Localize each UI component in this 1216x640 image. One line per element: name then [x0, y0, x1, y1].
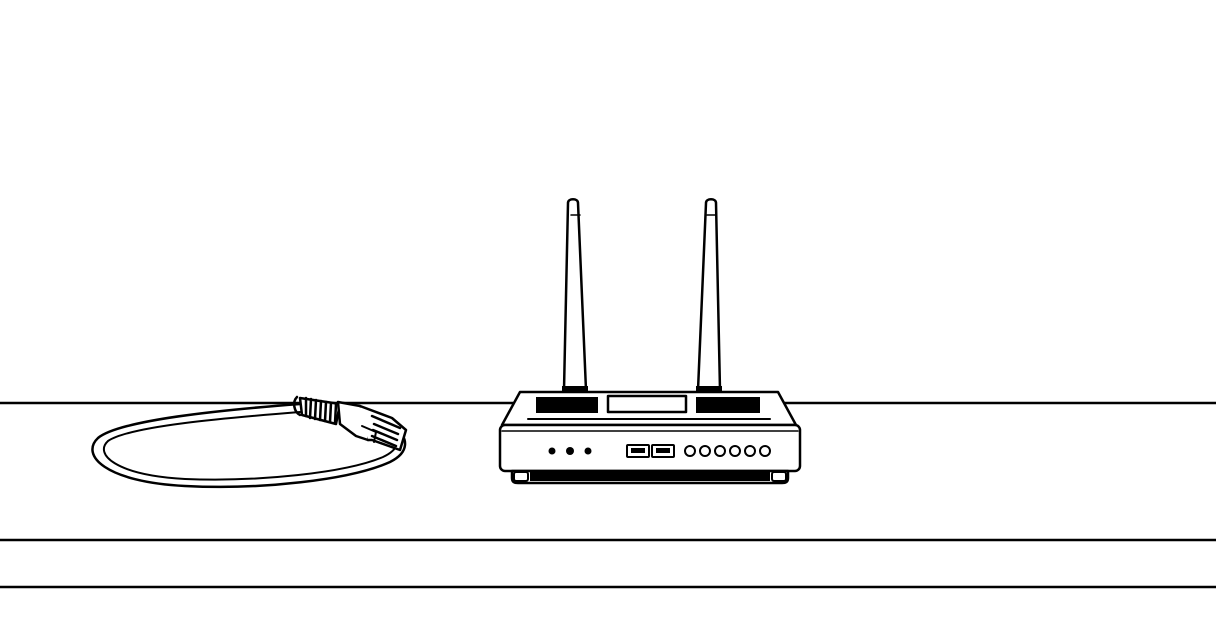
port-led-group [684, 445, 771, 457]
port-led [759, 445, 771, 457]
foot-right [771, 471, 787, 482]
router-icon [498, 198, 802, 485]
port-led [699, 445, 711, 457]
status-led [584, 447, 592, 455]
top-display [606, 394, 688, 414]
port-led [684, 445, 696, 457]
cable-loop-outer [91, 402, 407, 489]
port-group [626, 444, 675, 458]
cable-loop-inner [102, 411, 399, 481]
cable-boot [292, 395, 342, 426]
top-vent-right [696, 397, 760, 413]
foot-left [513, 471, 529, 482]
base-shadow [530, 472, 770, 481]
status-led [548, 447, 556, 455]
port-led [744, 445, 756, 457]
rj45-plug-icon [336, 400, 408, 452]
port-led [714, 445, 726, 457]
top-vent-left [536, 397, 598, 413]
ethernet-cable-icon [91, 395, 408, 489]
port-led [729, 445, 741, 457]
status-led-group [548, 447, 592, 455]
status-led [566, 447, 574, 455]
antenna-right [696, 198, 722, 394]
antenna-left [562, 198, 588, 394]
